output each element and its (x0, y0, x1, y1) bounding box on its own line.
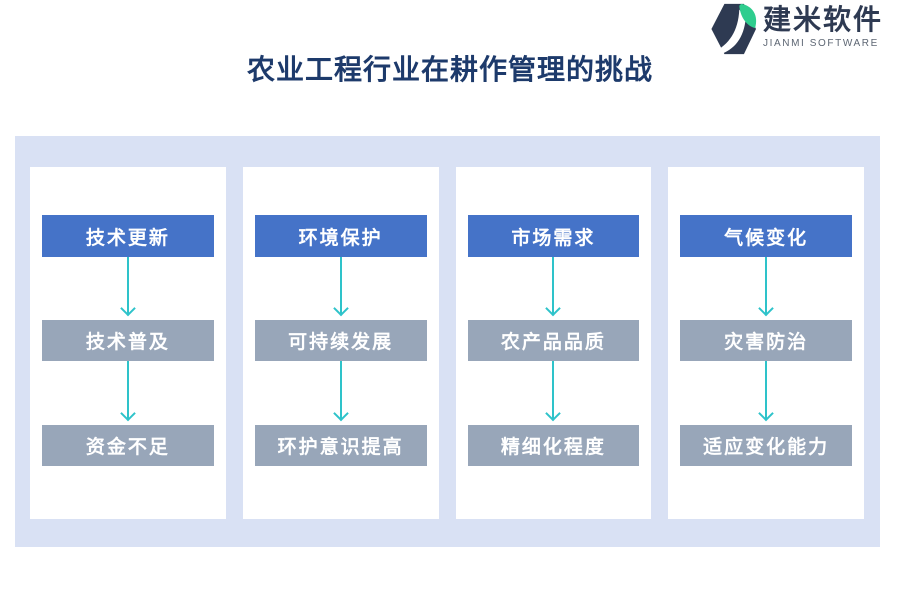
child-node: 可持续发展 (254, 320, 427, 361)
column-market-demand: 市场需求 农产品品质 精细化程度 (455, 167, 652, 519)
down-arrow-icon (30, 361, 226, 425)
down-arrow-icon (30, 257, 226, 320)
hexagon-leaf-icon (701, 3, 759, 55)
column-environment: 环境保护 可持续发展 环护意识提高 (242, 167, 439, 519)
down-arrow-icon (456, 361, 652, 425)
jianmi-logo: 建米软件 JIANMI SOFTWARE (701, 3, 883, 55)
down-arrow-icon (243, 257, 439, 320)
child-node: 环护意识提高 (254, 425, 427, 466)
header-node: 环境保护 (254, 215, 427, 257)
column-climate-change: 气候变化 灾害防治 适应变化能力 (668, 167, 864, 519)
header-node: 市场需求 (467, 215, 640, 257)
header-node: 气候变化 (680, 215, 852, 257)
logo-subtitle: JIANMI SOFTWARE (763, 38, 879, 49)
child-node: 技术普及 (42, 320, 214, 361)
child-node: 适应变化能力 (680, 425, 852, 466)
header-node: 技术更新 (42, 215, 214, 257)
down-arrow-icon (456, 257, 652, 320)
child-node: 精细化程度 (467, 425, 640, 466)
down-arrow-icon (668, 257, 864, 320)
down-arrow-icon (668, 361, 864, 425)
page-title: 农业工程行业在耕作管理的挑战 (246, 53, 653, 86)
child-node: 灾害防治 (680, 320, 852, 361)
child-node: 资金不足 (42, 425, 214, 466)
child-node: 农产品品质 (467, 320, 640, 361)
down-arrow-icon (243, 361, 439, 425)
logo-text-block: 建米软件 JIANMI SOFTWARE (763, 3, 883, 49)
diagram-frame: 技术更新 技术普及 资金不足 环境保护 可持续发展 环护意识提高 市场需求 农产… (15, 136, 880, 547)
column-tech-update: 技术更新 技术普及 资金不足 (30, 167, 226, 519)
logo-name: 建米软件 (763, 4, 884, 35)
